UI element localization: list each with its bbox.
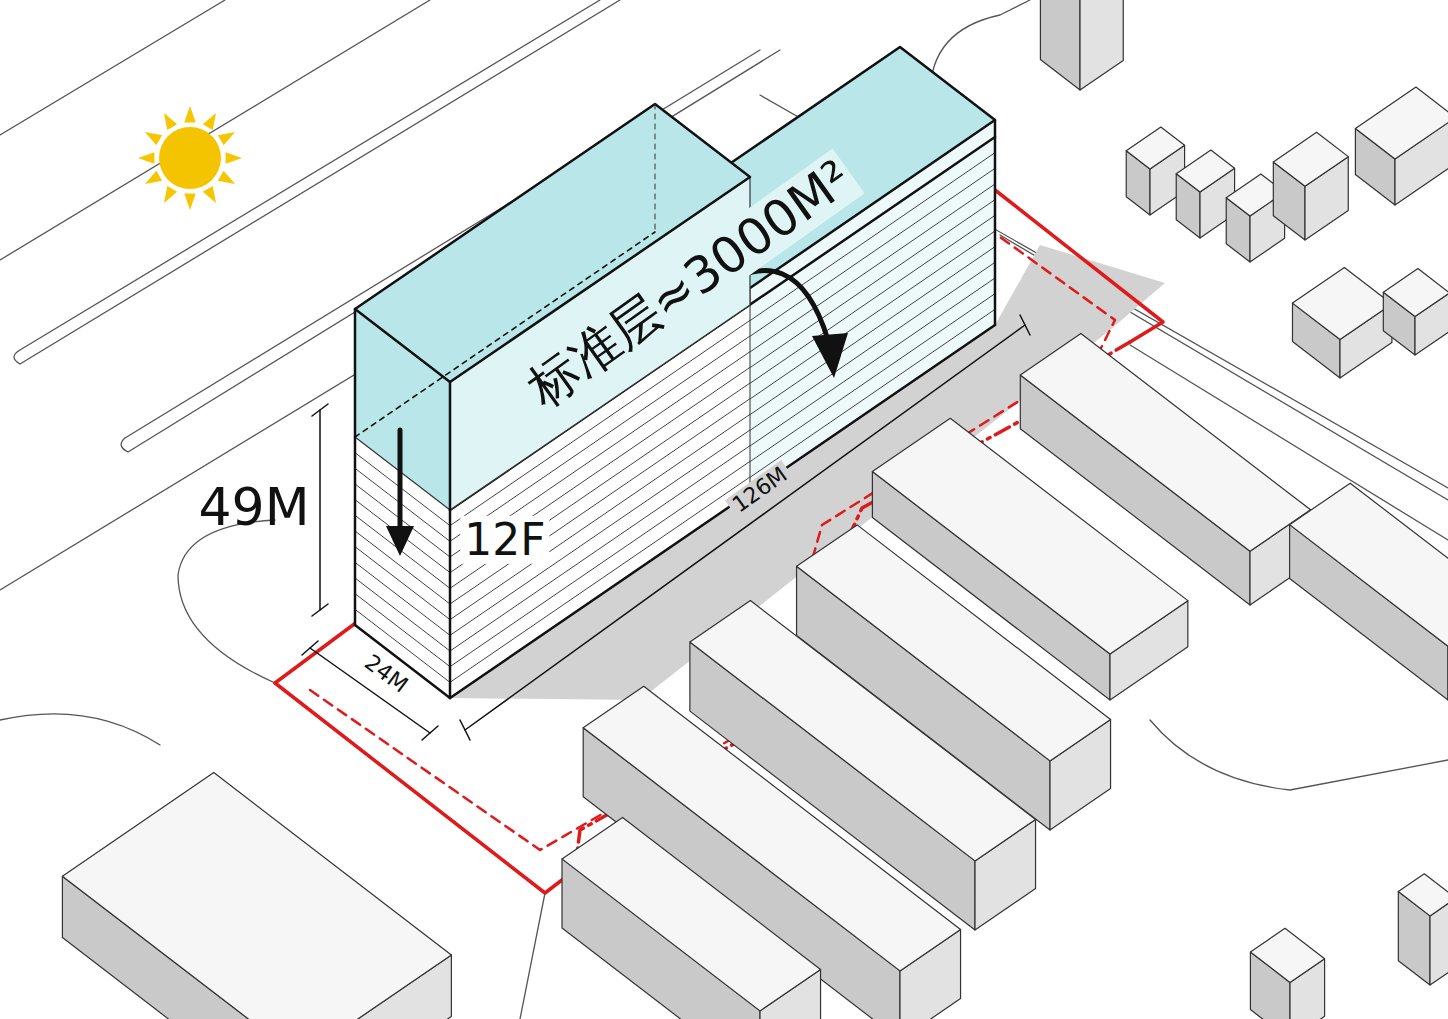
- dimension-tick: [312, 604, 328, 616]
- building-edge: [449, 382, 452, 510]
- building-edge: [994, 120, 997, 325]
- sun-ray: [226, 152, 242, 163]
- neighbour-buildings: [62, 0, 1448, 1019]
- dimension-lines: [302, 315, 1030, 740]
- floor-line: [355, 547, 450, 620]
- block-roof: [1126, 127, 1184, 169]
- neighbour-block: [62, 773, 451, 1019]
- sun-symbol: [138, 106, 242, 210]
- neighbour-block: [1355, 87, 1448, 205]
- road-line: [520, 893, 545, 1019]
- floor-line: [750, 247, 995, 415]
- dimension-tick: [1020, 315, 1030, 335]
- road-curve: [0, 714, 160, 745]
- sun-ray: [145, 132, 162, 145]
- floor-line: [355, 515, 450, 588]
- floor-line: [750, 262, 995, 430]
- block-front: [1080, 0, 1123, 90]
- length-dimension: 126M: [725, 460, 795, 520]
- floor-line: [750, 294, 995, 462]
- neighbour-block: [1040, 0, 1123, 90]
- sun-ray: [138, 152, 154, 163]
- dimension-tick: [422, 726, 438, 740]
- sun-ray: [164, 186, 177, 203]
- neighbour-block: [1383, 269, 1448, 355]
- dimension-tick: [302, 641, 318, 655]
- floor-count-label: 12F: [460, 516, 549, 564]
- neighbour-block: [1273, 132, 1348, 240]
- width-dimension: 24M: [357, 648, 415, 700]
- sun-disc: [159, 127, 221, 189]
- sun-ray: [184, 106, 195, 122]
- block-roof: [1176, 150, 1234, 192]
- dimension-tick: [460, 720, 470, 740]
- block-roof: [62, 773, 451, 1019]
- floor-line: [750, 309, 995, 477]
- building-edge: [354, 309, 357, 437]
- block-side: [1040, 0, 1080, 90]
- building-edge: [449, 510, 452, 698]
- main-building: [355, 47, 995, 698]
- sun-ray: [164, 113, 177, 130]
- block-roof: [1250, 928, 1324, 982]
- block-roof: [1398, 874, 1448, 916]
- dimension-line: [310, 648, 430, 733]
- dimension-line: [319, 410, 321, 610]
- floor-area-label: 标准层≈3000M²: [515, 148, 865, 419]
- arrow-head: [812, 333, 848, 378]
- road-curve: [1150, 720, 1448, 790]
- sun-ray: [203, 186, 216, 203]
- road-curve: [178, 520, 275, 683]
- height-dimension: 49M: [194, 479, 313, 536]
- block-roof: [1292, 268, 1391, 340]
- down-arrow-shaft: [398, 430, 403, 530]
- block-roof: [1355, 87, 1448, 159]
- block-roof: [1273, 132, 1348, 186]
- sun-ray: [203, 113, 216, 130]
- floor-line: [355, 578, 450, 651]
- building-edge: [354, 437, 357, 625]
- neighbour-block: [1290, 483, 1448, 700]
- road-line: [0, 0, 225, 135]
- block-roof: [1290, 483, 1448, 646]
- road-line: [0, 0, 430, 260]
- floor-line: [750, 278, 995, 446]
- neighbour-block: [562, 817, 821, 1019]
- neighbour-block: [1250, 928, 1324, 1019]
- sun-ray: [145, 171, 162, 184]
- arrow-head: [386, 526, 414, 556]
- sun-ray: [184, 194, 195, 210]
- block-roof: [1383, 269, 1448, 317]
- sun-ray: [218, 132, 235, 145]
- sun-ray: [218, 171, 235, 184]
- neighbour-block: [1292, 268, 1391, 378]
- floor-line: [355, 562, 450, 635]
- block-roof: [562, 817, 821, 1010]
- dimension-tick: [312, 404, 328, 416]
- standard-floor-roof: [355, 104, 750, 382]
- neighbour-block: [1398, 874, 1448, 985]
- hidden-edge: [655, 104, 656, 232]
